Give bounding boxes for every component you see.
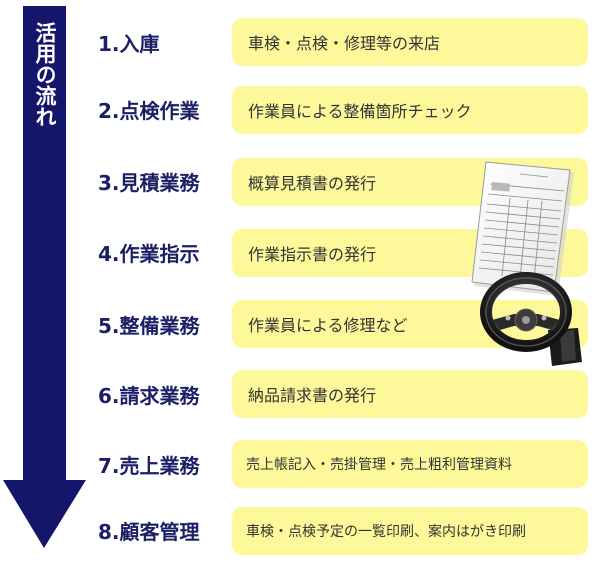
step-1-box: 車検・点検・修理等の来店 — [232, 18, 588, 66]
step-1-title: 1.入庫 — [98, 32, 160, 56]
steering-wheel-icon — [480, 272, 582, 366]
step-7-box: 売上帳記入・売掛管理・売上粗利管理資料 — [232, 440, 588, 488]
step-4-title: 4.作業指示 — [98, 242, 200, 266]
step-2-title: 2.点検作業 — [98, 99, 200, 123]
step-6-box: 納品請求書の発行 — [232, 370, 588, 418]
flow-arrow — [3, 6, 86, 548]
step-3-title: 3.見積業務 — [98, 171, 200, 195]
step-2-box: 作業員による整備箇所チェック — [232, 86, 588, 134]
step-5-title: 5.整備業務 — [98, 314, 200, 338]
document-icon — [471, 161, 574, 296]
flow-label: 活用の流れ — [33, 22, 57, 127]
step-8-title: 8.顧客管理 — [98, 520, 200, 544]
step-8-box: 車検・点検予定の一覧印刷、案内はがき印刷 — [232, 507, 588, 555]
step-7-title: 7.売上業務 — [98, 454, 200, 478]
step-6-title: 6.請求業務 — [98, 384, 200, 408]
